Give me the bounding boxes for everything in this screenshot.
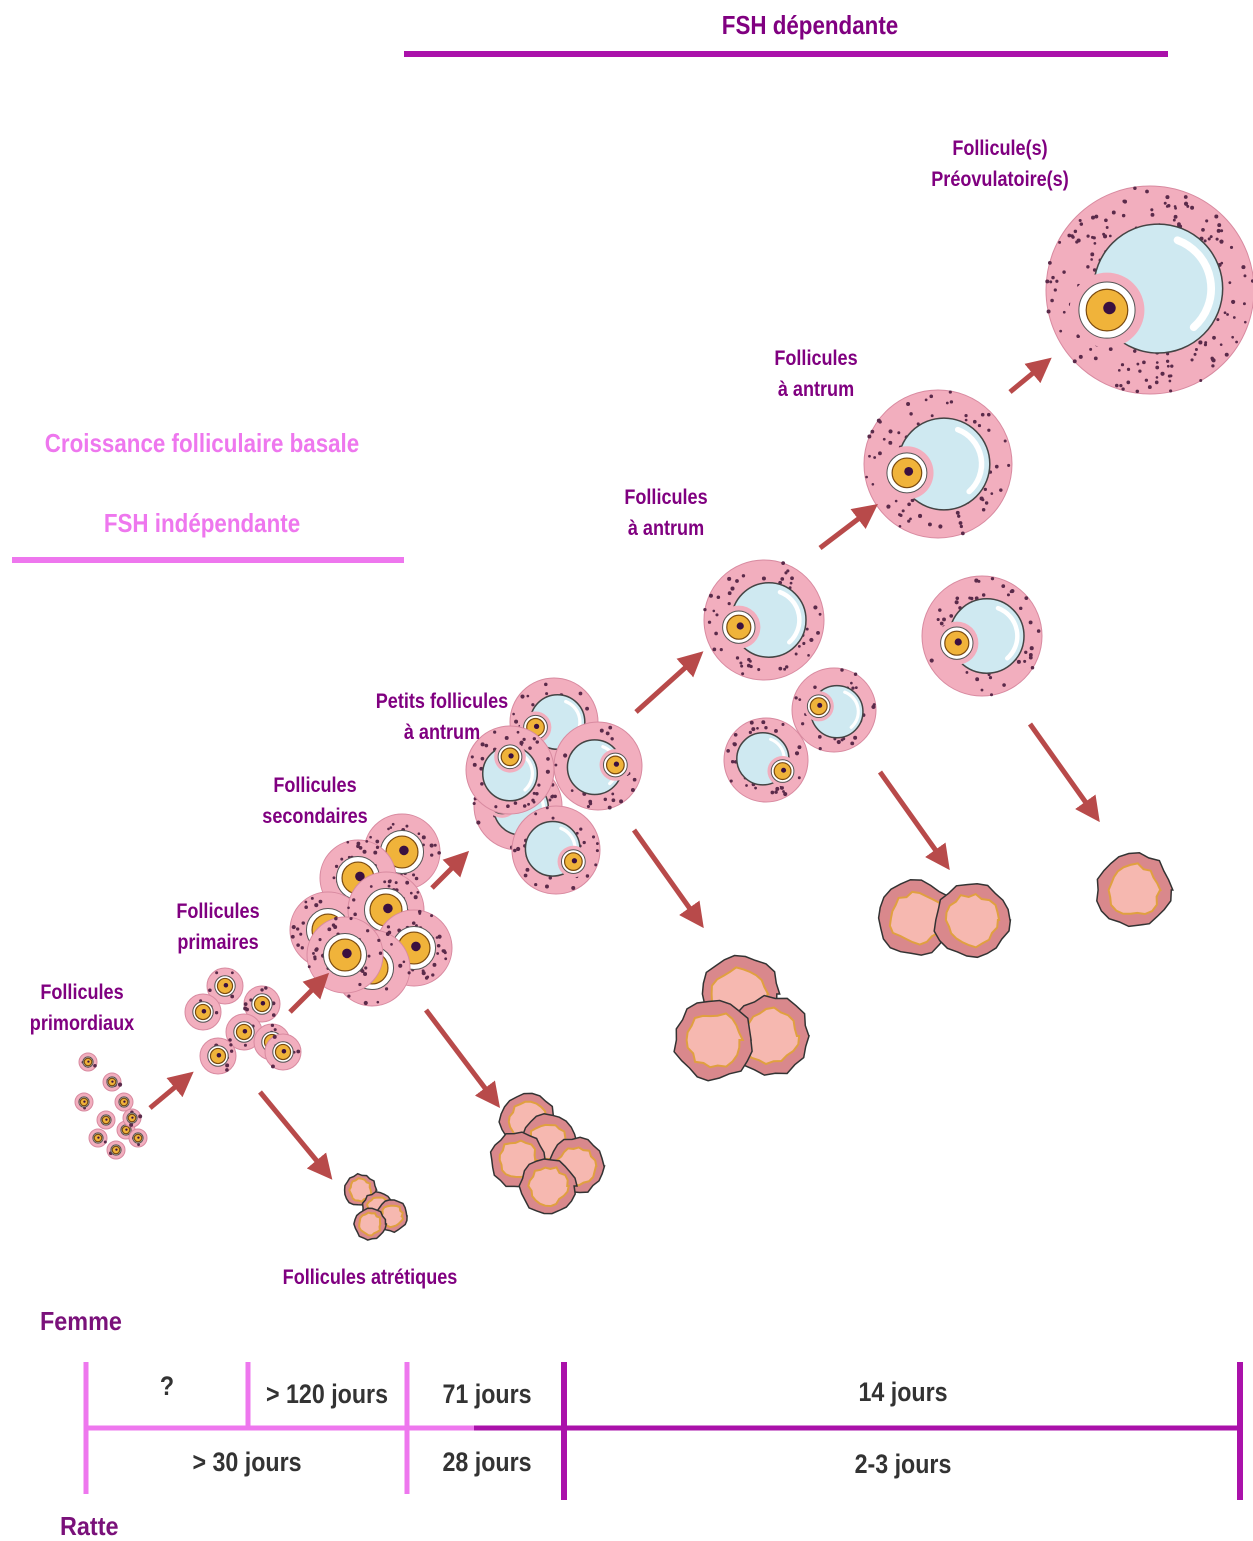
stage-label-line: Follicules	[756, 343, 876, 374]
stage-label-line: à antrum	[756, 374, 876, 405]
primordial-follicle	[75, 1093, 93, 1111]
atretic-follicle	[1097, 853, 1173, 927]
primary-follicle	[265, 1034, 301, 1070]
stage-label-line: primordiaux	[22, 1008, 142, 1039]
primordial-follicle	[97, 1111, 115, 1129]
growth-arrow	[290, 980, 322, 1012]
atresia-arrow	[1030, 724, 1094, 814]
preovulatory-follicle	[1045, 186, 1253, 394]
primordial-follicle	[115, 1093, 133, 1111]
stage-label-line: Follicules	[251, 770, 380, 801]
stage-label-antral-2: Follicules à antrum	[756, 343, 876, 405]
antral-follicle	[703, 560, 824, 680]
primordial-follicle	[129, 1129, 147, 1147]
stage-label-antral-1: Follicules à antrum	[606, 482, 726, 544]
primordial-follicle	[123, 1109, 142, 1127]
stage-label-line: secondaires	[251, 801, 380, 832]
primary-follicle	[185, 994, 221, 1030]
antral-follicle	[864, 390, 1012, 538]
antral-follicle	[792, 668, 876, 752]
small-antral-follicle	[512, 806, 600, 894]
atretic-follicle	[674, 1001, 752, 1081]
small-antral-follicle	[554, 722, 642, 810]
growth-arrow	[150, 1078, 186, 1108]
fsh-dependent-label: FSH dépendante	[664, 10, 956, 40]
antral-follicle	[724, 718, 808, 802]
primary-follicle	[200, 1038, 236, 1074]
atresia-arrow	[880, 772, 944, 862]
growth-arrow	[1010, 364, 1044, 392]
primordial-follicle	[107, 1141, 125, 1159]
rat-duration-3: 2-3 jours	[615, 1448, 1191, 1480]
stage-label-line: Follicules	[158, 896, 278, 927]
stage-label-line: à antrum	[606, 513, 726, 544]
stage-label-atretic: Follicules atrétiques	[271, 1262, 469, 1293]
atretic-follicle	[354, 1208, 386, 1240]
atresia-arrow	[260, 1092, 326, 1172]
stage-label-secondary: Follicules secondaires	[251, 770, 380, 832]
rat-label: Ratte	[60, 1511, 119, 1541]
primordial-follicle	[89, 1129, 107, 1147]
stage-label-line: Follicule(s)	[921, 133, 1079, 164]
fsh-independent-label: FSH indépendante	[63, 508, 342, 538]
growth-arrow	[820, 510, 870, 548]
stage-label-line: Préovulatoire(s)	[921, 164, 1079, 195]
stage-label-line: primaires	[158, 927, 278, 958]
stage-label-line: Follicules	[606, 482, 726, 513]
woman-duration-1: ?	[101, 1370, 233, 1402]
follicles-layer	[75, 186, 1253, 1240]
woman-duration-3: 71 jours	[421, 1378, 553, 1410]
basal-growth-label: Croissance folliculaire basale	[37, 428, 367, 458]
woman-duration-4: 14 jours	[615, 1376, 1191, 1408]
rat-duration-1: > 30 jours	[112, 1446, 382, 1478]
growth-arrow	[636, 658, 696, 712]
atretic-follicle	[934, 884, 1010, 958]
stage-label-preovulatory: Follicule(s) Préovulatoire(s)	[921, 133, 1079, 195]
stage-label-small-antral: Petits follicules à antrum	[365, 686, 520, 748]
woman-label: Femme	[40, 1306, 122, 1336]
stage-label-primordial: Follicules primordiaux	[22, 977, 142, 1039]
atresia-arrow	[634, 830, 698, 920]
rat-duration-2: 28 jours	[421, 1446, 553, 1478]
stage-label-line: Follicules	[22, 977, 142, 1008]
woman-duration-2: > 120 jours	[261, 1378, 393, 1410]
stage-label-line: Petits follicules	[365, 686, 520, 717]
primordial-follicle	[79, 1053, 97, 1071]
antral-follicle	[922, 576, 1042, 696]
stage-label-line: à antrum	[365, 717, 520, 748]
stage-label-primary: Follicules primaires	[158, 896, 278, 958]
atresia-arrow	[426, 1010, 494, 1100]
primordial-follicle	[103, 1073, 122, 1091]
